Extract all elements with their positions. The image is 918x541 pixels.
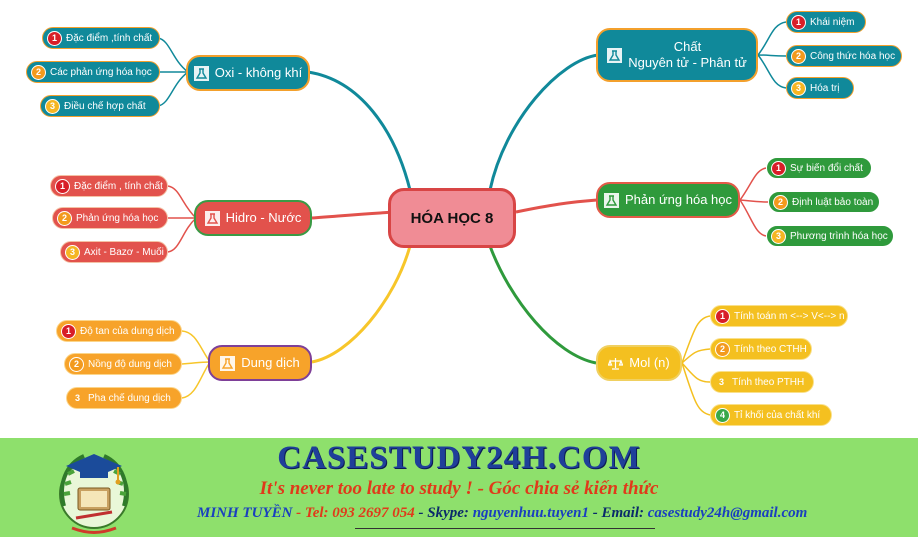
branch-mol-label: Mol (n): [629, 355, 670, 370]
number-1-icon: 1: [791, 14, 806, 30]
footer-banner: [0, 438, 918, 537]
skype-id[interactable]: nguyenhuu.tuyen1: [472, 505, 589, 521]
graduation-logo-icon: [48, 444, 140, 536]
branch-mol[interactable]: Mol (n): [596, 345, 682, 381]
number-3-icon: 3: [45, 98, 60, 114]
branch-chat[interactable]: Chất Nguyên tử - Phân tử: [596, 28, 758, 82]
phone-number: 093 2697 054: [332, 505, 415, 521]
connector-lines: [157, 21, 787, 416]
branch-chat-line2: Nguyên tử - Phân tử: [628, 55, 747, 70]
number-3-icon: 3: [791, 80, 806, 96]
number-2-icon: 2: [791, 48, 806, 64]
branch-dungdich-label: Dung dịch: [241, 355, 300, 370]
tagline: It's never too late to study ! - Góc chi…: [259, 478, 659, 499]
number-2-icon: 2: [773, 194, 788, 210]
flask-icon: [607, 47, 623, 63]
number-2-icon: 2: [57, 210, 72, 226]
number-2-icon: 2: [715, 341, 730, 357]
number-4-icon: 4: [715, 407, 730, 423]
branch-hidro[interactable]: Hidro - Nước: [194, 200, 312, 236]
number-3-icon: 3: [718, 377, 724, 387]
number-1-icon: 1: [55, 178, 70, 194]
number-1-icon: 1: [771, 160, 786, 176]
branch-hidro-label: Hidro - Nước: [225, 210, 302, 225]
branch-oxi-label: Oxi - không khí: [214, 65, 303, 80]
number-2-icon: 2: [31, 64, 46, 80]
site-title[interactable]: CASESTUDY24H.COM: [277, 440, 641, 476]
branch-oxi[interactable]: Oxi - không khí: [186, 55, 310, 91]
balance-scale-icon: [608, 356, 624, 371]
number-3-icon: 3: [771, 228, 786, 244]
number-1-icon: 1: [47, 30, 62, 46]
branch-dungdich[interactable]: Dung dịch: [208, 345, 312, 381]
number-3-icon: 3: [74, 393, 80, 403]
flask-icon: [204, 210, 220, 226]
branch-phanung-label: Phản ứng hóa học: [625, 192, 733, 207]
number-2-icon: 2: [69, 356, 84, 372]
number-3-icon: 3: [65, 244, 80, 260]
flask-icon: [604, 192, 619, 208]
branch-chat-line1: Chất: [673, 39, 702, 54]
contact-line: MINH TUYỀN - Tel: 093 2697 054 - Skype: …: [197, 505, 808, 521]
number-1-icon: 1: [61, 323, 76, 339]
divider: [355, 528, 655, 529]
flask-icon: [220, 355, 236, 371]
branch-phanung[interactable]: Phản ứng hóa học: [596, 182, 740, 218]
center-node[interactable]: HÓA HỌC 8: [388, 188, 516, 248]
flask-icon: [193, 65, 209, 81]
number-1-icon: 1: [715, 308, 730, 324]
email-address[interactable]: casestudy24h@gmail.com: [647, 505, 808, 521]
author-name: MINH TUYỀN: [197, 505, 293, 521]
